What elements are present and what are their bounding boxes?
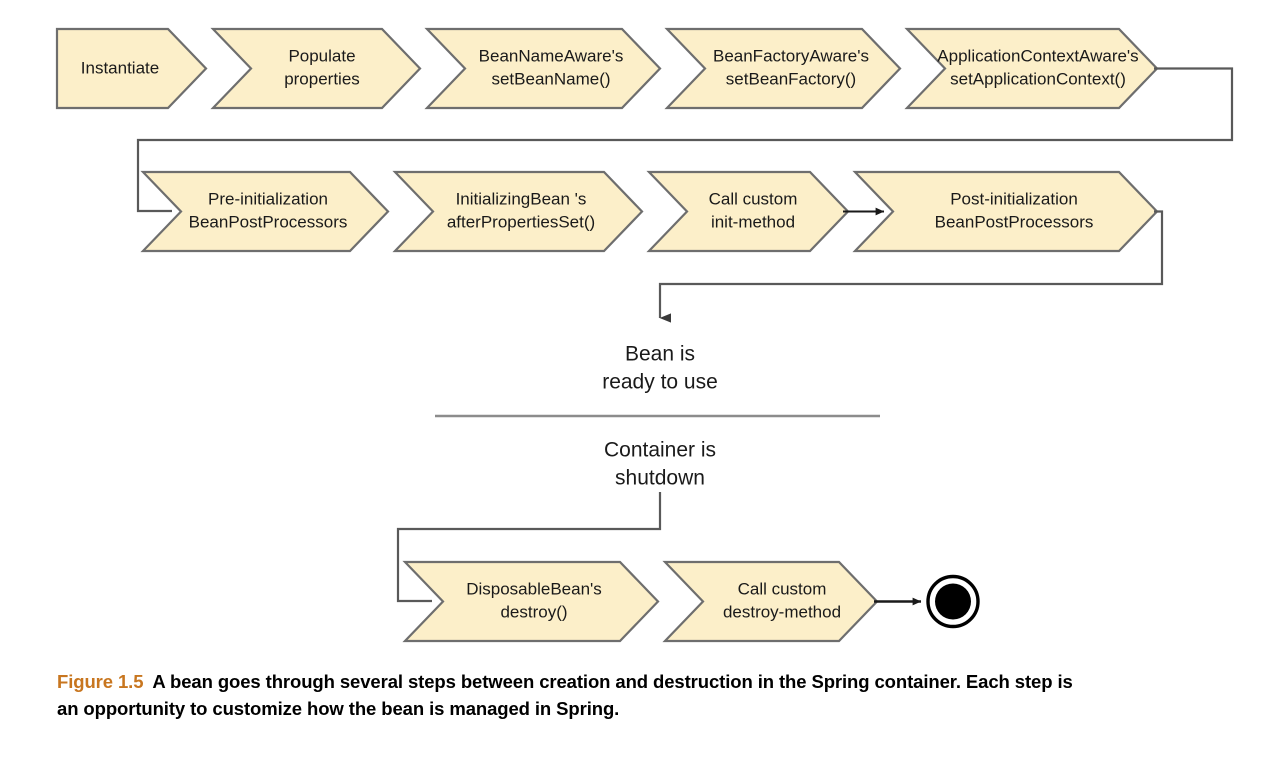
state-bean-ready-label-2: ready to use	[602, 371, 718, 394]
step-bean-name-aware-label-1: BeanNameAware's	[479, 46, 624, 65]
step-initializing-bean-label-1: InitializingBean 's	[456, 189, 587, 208]
connector-row2-to-bean-ready	[658, 210, 1164, 323]
step-call-custom-init-method-label-1: Call custom	[709, 189, 798, 208]
step-instantiate-label-1: Instantiate	[81, 58, 159, 77]
step-pre-initialization-bpp[interactable]: Pre-initialization BeanPostProcessors	[140, 170, 390, 253]
step-call-custom-init-method-label-2: init-method	[711, 212, 795, 231]
end-state-icon	[926, 574, 980, 629]
step-application-context-aware-label-2: setApplicationContext()	[950, 69, 1126, 88]
step-call-custom-init-method[interactable]: Call custom init-method	[646, 170, 850, 253]
step-bean-factory-aware-label-1: BeanFactoryAware's	[713, 46, 869, 65]
step-call-custom-destroy-method-label-1: Call custom	[738, 579, 827, 598]
step-initializing-bean-label-2: afterPropertiesSet()	[447, 212, 595, 231]
step-post-initialization-bpp-label-2: BeanPostProcessors	[935, 212, 1094, 231]
step-disposable-bean-label-1: DisposableBean's	[466, 579, 602, 598]
connector-shutdown-to-destroy	[396, 492, 662, 603]
bean-lifecycle-diagram: Instantiate Populate properties BeanName…	[55, 27, 1234, 643]
step-call-custom-destroy-method[interactable]: Call custom destroy-method	[662, 560, 879, 643]
step-post-initialization-bpp[interactable]: Post-initialization BeanPostProcessors	[852, 170, 1159, 253]
row-initialization: Pre-initialization BeanPostProcessors In…	[140, 170, 1159, 253]
step-populate-properties-label-2: properties	[284, 69, 360, 88]
state-container-shutdown: Container is shutdown	[604, 439, 716, 490]
step-application-context-aware-label-1: ApplicationContextAware's	[937, 46, 1138, 65]
step-post-initialization-bpp-label-1: Post-initialization	[950, 189, 1078, 208]
connector-row1-to-row2	[136, 67, 1234, 213]
row-creation: Instantiate Populate properties BeanName…	[55, 27, 1159, 110]
state-container-shutdown-label-1: Container is	[604, 439, 716, 462]
step-pre-initialization-bpp-label-1: Pre-initialization	[208, 189, 328, 208]
step-pre-initialization-bpp-label-2: BeanPostProcessors	[189, 212, 348, 231]
step-application-context-aware[interactable]: ApplicationContextAware's setApplication…	[904, 27, 1159, 110]
step-call-custom-destroy-method-label-2: destroy-method	[723, 602, 841, 621]
state-bean-ready: Bean is ready to use	[602, 343, 718, 394]
step-bean-name-aware[interactable]: BeanNameAware's setBeanName()	[424, 27, 662, 110]
step-bean-name-aware-label-2: setBeanName()	[491, 69, 610, 88]
state-container-shutdown-label-2: shutdown	[615, 467, 705, 490]
state-bean-ready-label-1: Bean is	[625, 343, 695, 366]
figure-number: Figure 1.5	[57, 671, 144, 692]
figure-caption-text: A bean goes through several steps betwee…	[57, 671, 1073, 720]
row-destruction: DisposableBean's destroy() Call custom d…	[402, 560, 980, 643]
step-populate-properties[interactable]: Populate properties	[210, 27, 422, 110]
step-bean-factory-aware[interactable]: BeanFactoryAware's setBeanFactory()	[664, 27, 902, 110]
step-populate-properties-label-1: Populate	[288, 46, 355, 65]
step-instantiate[interactable]: Instantiate	[55, 27, 208, 110]
step-disposable-bean[interactable]: DisposableBean's destroy()	[402, 560, 660, 643]
step-initializing-bean[interactable]: InitializingBean 's afterPropertiesSet()	[392, 170, 644, 253]
step-disposable-bean-label-2: destroy()	[500, 602, 567, 621]
step-bean-factory-aware-label-2: setBeanFactory()	[726, 69, 856, 88]
